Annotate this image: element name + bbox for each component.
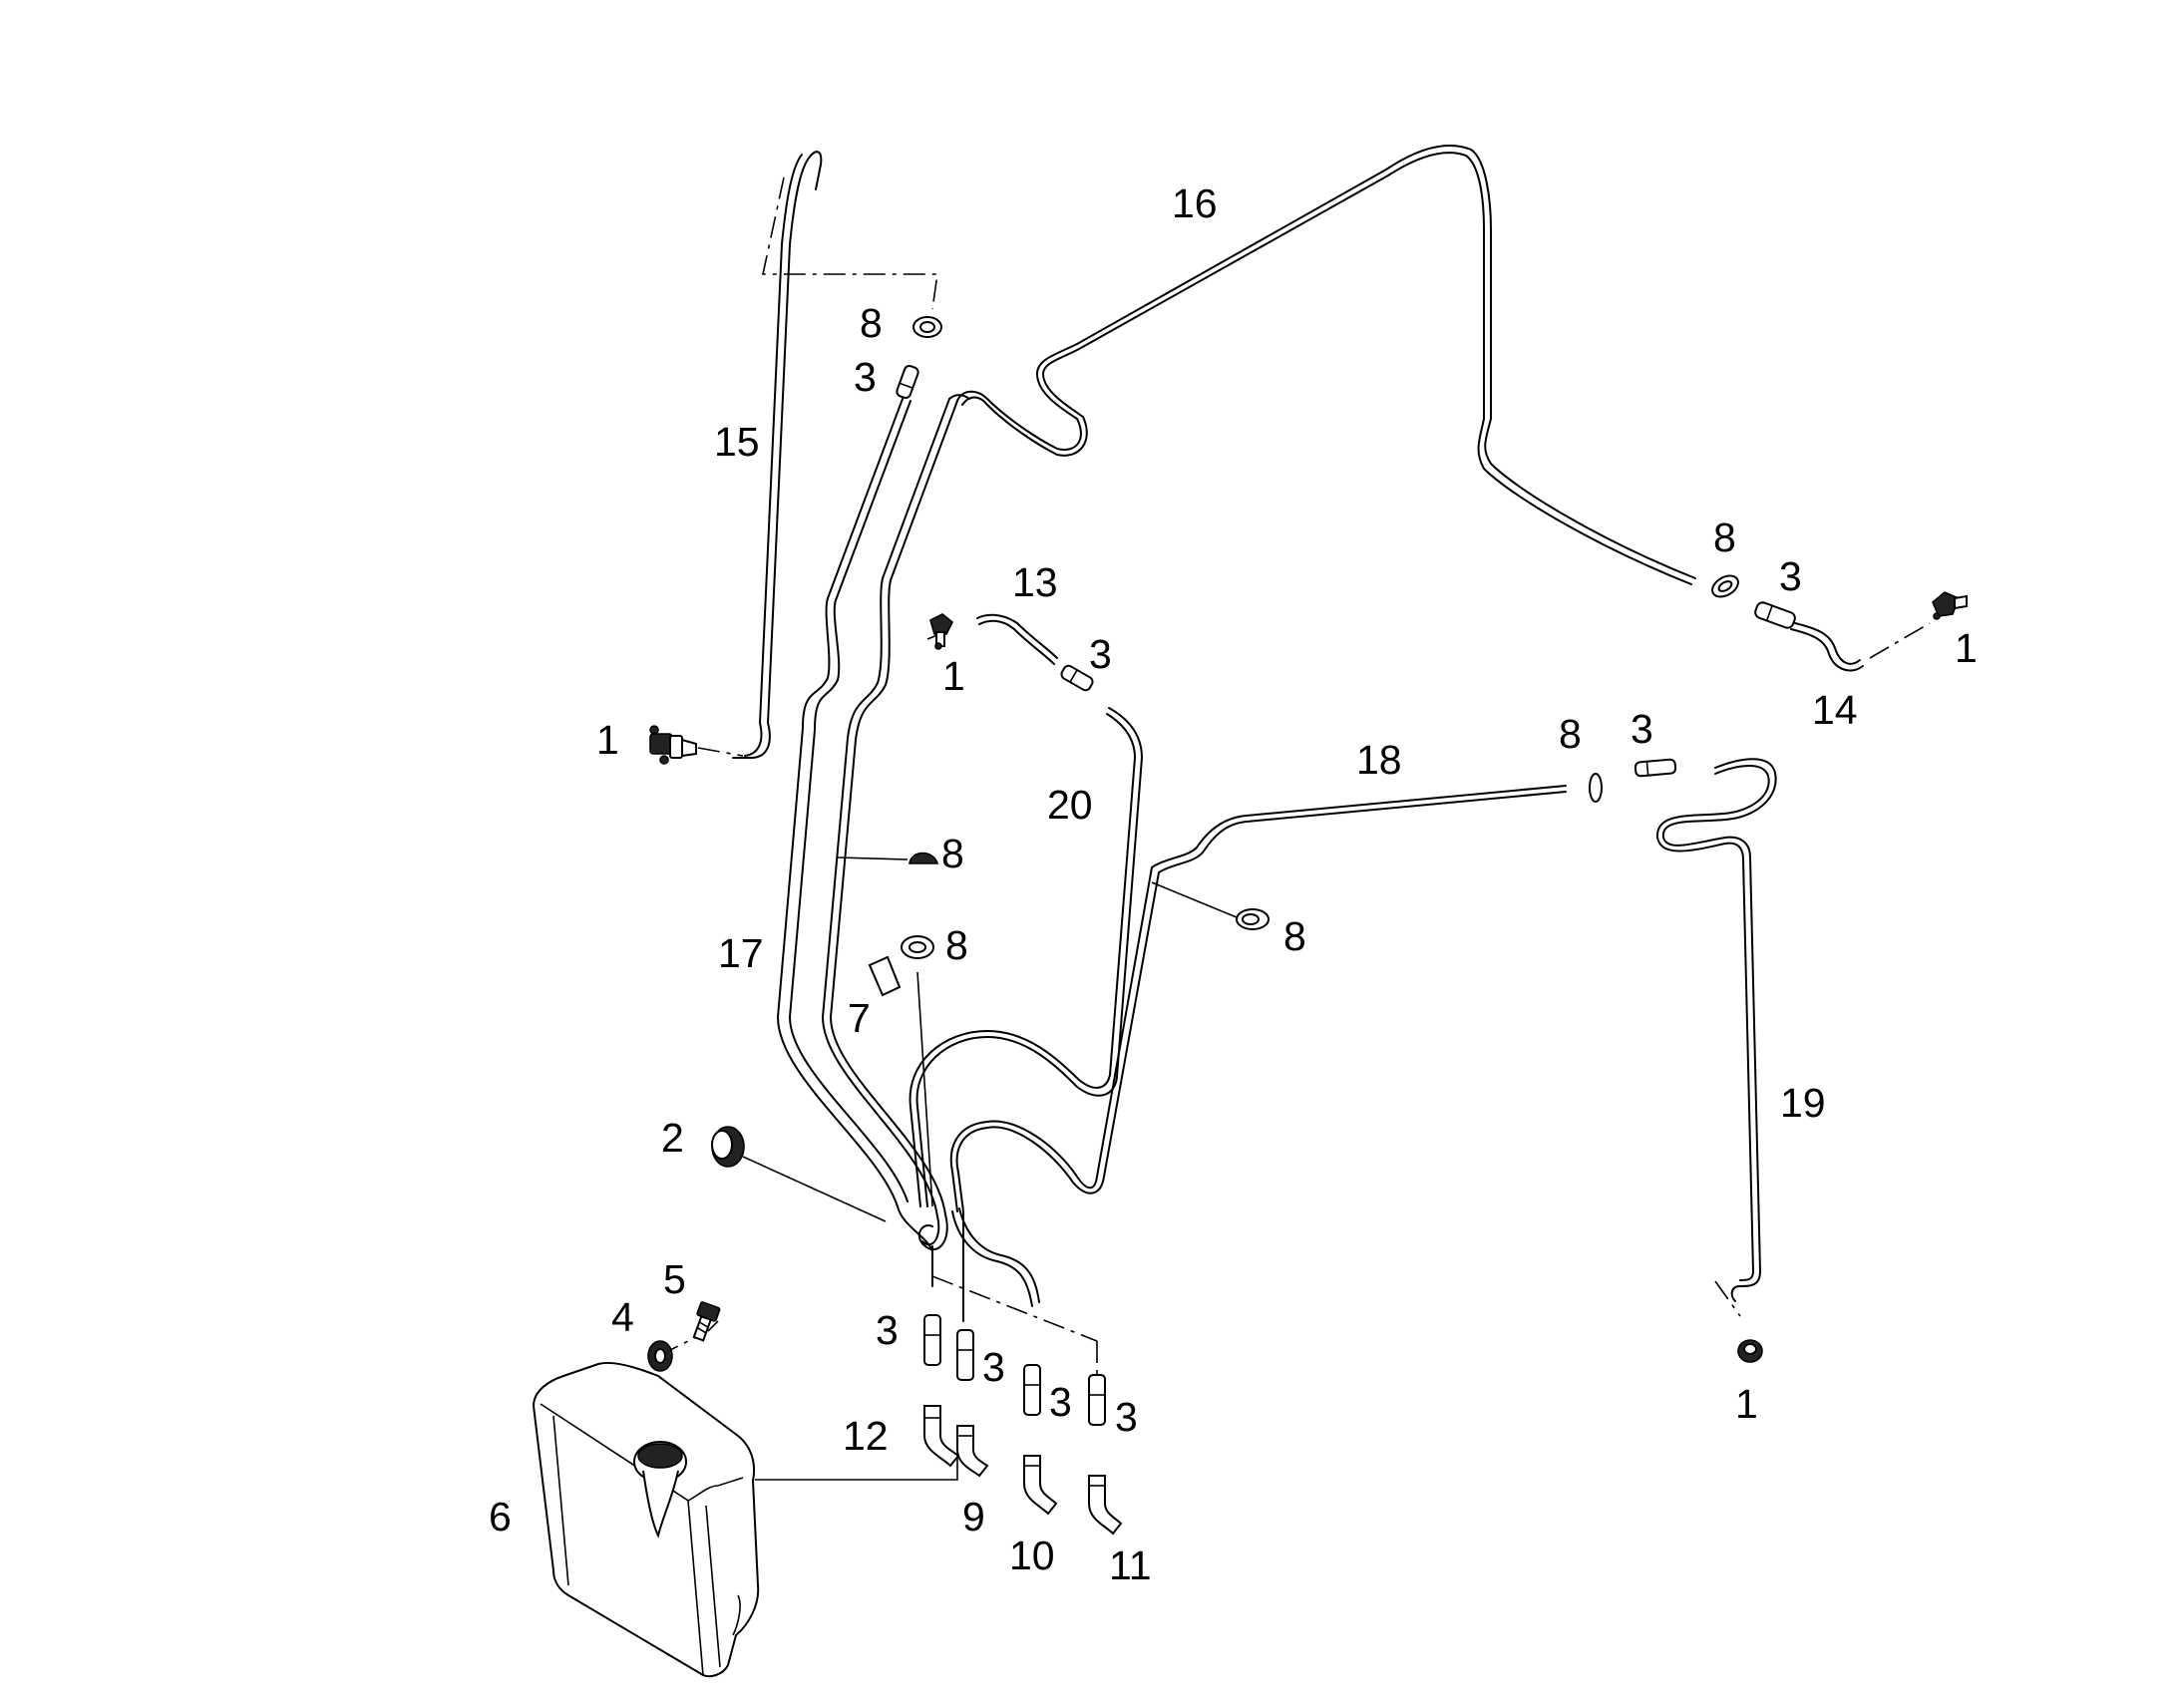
hose-15 [732,151,823,759]
callout-12: 12 [843,1413,889,1459]
connector-pump-b [956,1329,974,1381]
callout-1-left: 1 [596,717,619,763]
pump-hose-10 [1023,1455,1058,1516]
label-icon [868,955,902,997]
callout-8-mid-b: 8 [945,922,968,968]
washer-icon [647,1340,673,1372]
nozzle-mid [929,613,954,650]
callout-8-right: 8 [1713,514,1736,560]
callout-1-bottom: 1 [1735,1381,1758,1427]
connector-pump-c [1023,1364,1041,1416]
pump-icon [923,1405,1123,1536]
pump-hose-11 [1088,1475,1123,1536]
callout-1-right: 1 [1955,625,1978,671]
connector-mid [1060,664,1094,692]
callout-19: 19 [1780,1080,1826,1126]
connector-icon [896,364,1796,1426]
nozzle-icon [649,591,1968,1363]
callout-15: 15 [714,419,760,465]
clip-18 [1589,773,1603,803]
callout-3-pump-c: 3 [1049,1379,1072,1425]
callout-3-pump-a: 3 [876,1307,899,1353]
callout-3-top: 3 [854,354,877,400]
grommet-icon [711,1126,745,1168]
hose-lines [732,145,1864,1322]
callout-9: 9 [962,1494,985,1539]
pump-hose-12 [923,1405,960,1468]
hose-pump-bundle [931,1207,1040,1322]
callout-3-mid: 3 [1089,631,1112,677]
callout-11: 11 [1109,1542,1152,1588]
clip-right [1711,574,1739,598]
callout-17: 17 [718,930,764,976]
nozzle-left [649,725,697,765]
callout-4: 4 [611,1294,634,1340]
clip-mid-b [901,935,934,959]
bolt-icon [692,1301,721,1342]
cap-icon [633,1441,687,1538]
nozzle-right [1932,591,1968,620]
hose-19 [1655,758,1777,1302]
callout-14: 14 [1812,687,1858,733]
leader-lines [632,176,1931,1481]
hose-13-20 [908,613,1143,1207]
callout-labels: 1 1 1 1 2 3 3 3 3 3 3 3 3 4 5 6 7 8 8 8 … [489,180,1978,1588]
callout-18: 18 [1356,737,1402,783]
callout-3-right: 3 [1779,553,1802,599]
callout-1-mid: 1 [942,653,965,699]
hose-17 [777,394,970,1252]
callout-3-pump-d: 3 [1115,1394,1138,1440]
connector-pump-d [1088,1374,1106,1426]
clip-icon [901,316,1739,959]
connector-18 [1634,758,1677,778]
callout-10: 10 [1009,1533,1055,1578]
connector-right [1754,601,1796,629]
callout-20: 20 [1047,782,1093,828]
callout-6: 6 [489,1494,512,1539]
callout-8-mid-a: 8 [941,831,964,876]
connector-pump-a [923,1314,941,1366]
callout-8-18: 8 [1559,711,1582,757]
hose-18 [949,785,1567,1212]
callout-2: 2 [661,1115,684,1161]
clip-mid-a [908,852,939,864]
hose-14 [1790,622,1864,672]
callout-8-mid-c: 8 [1283,913,1306,959]
callout-3-18: 3 [1631,706,1653,752]
connector-top [896,364,919,400]
clip-top [912,316,942,338]
callout-16: 16 [1172,180,1218,226]
callout-13: 13 [1012,559,1058,605]
clip-mid-c [1236,908,1270,930]
callout-5: 5 [663,1256,686,1302]
nozzle-bottom [1737,1339,1763,1363]
hose-16 [956,145,1696,585]
pump-hose-9 [956,1425,989,1478]
reservoir-tank-icon [532,1362,760,1678]
callout-8-top: 8 [860,300,883,346]
callout-7: 7 [848,995,871,1041]
callout-3-pump-b: 3 [982,1344,1005,1390]
